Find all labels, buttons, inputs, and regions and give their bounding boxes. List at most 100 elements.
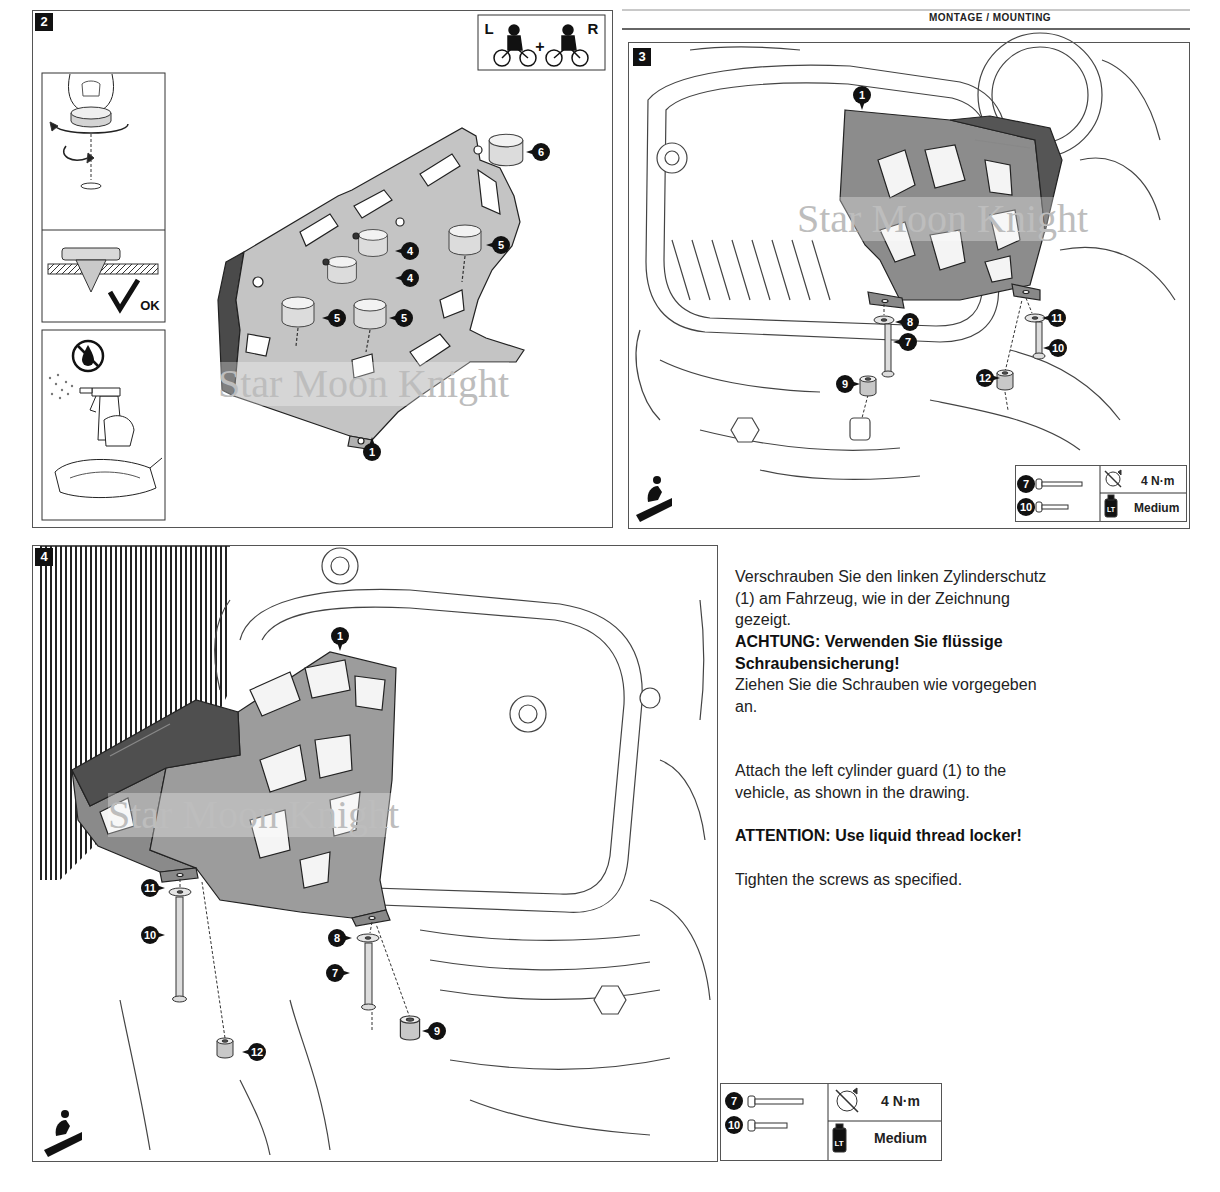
cylinder-guard <box>985 160 1012 195</box>
torque-table-lines <box>748 1096 755 1107</box>
step-icons <box>110 280 138 309</box>
step-icons <box>81 183 101 189</box>
cylinder-guard <box>315 735 352 778</box>
mounting-hardware <box>1033 353 1045 359</box>
cylinder-guard <box>72 652 396 926</box>
cylinder-guard <box>150 652 396 918</box>
cylinder-guard <box>396 218 404 226</box>
bottle-label: LT <box>834 1139 843 1148</box>
mounting-hardware <box>862 298 1032 418</box>
engine-outline <box>331 557 349 575</box>
callout-number: 11 <box>1048 309 1066 327</box>
step-icons <box>104 416 134 446</box>
cylinder-guard <box>328 257 357 284</box>
cylinder-guard <box>305 660 350 698</box>
cylinder-guard <box>246 334 270 356</box>
torque-table-lines <box>1105 499 1117 517</box>
callout-number: 7 <box>326 964 344 982</box>
cylinder-guard <box>296 328 298 346</box>
cylinder-guard <box>354 299 386 329</box>
mounting-hardware <box>874 316 894 324</box>
cylinder-guard <box>366 330 370 352</box>
step-number: 3 <box>633 48 651 66</box>
workshop-icon <box>56 1120 70 1136</box>
torque-table-lines <box>837 1091 857 1111</box>
torque-table-lines <box>1100 493 1187 494</box>
cylinder-guard <box>975 140 1030 148</box>
callout-number: 11 <box>141 879 159 897</box>
cylinder-guard <box>253 277 263 287</box>
mounting-hardware <box>217 1038 233 1058</box>
mounting-hardware <box>376 924 410 1018</box>
engine-outline <box>650 900 710 1000</box>
step-icons <box>61 389 63 391</box>
step-number: 4 <box>35 548 53 566</box>
step-icons <box>42 73 165 322</box>
mounting-hardware <box>173 996 187 1002</box>
watermark: Star Moon Knight <box>108 793 399 837</box>
cylinder-guard <box>353 233 359 239</box>
both-sides-icon <box>478 15 605 70</box>
engine-outline <box>700 600 704 720</box>
panel-3-header-rule <box>622 28 1190 30</box>
step-panel: 4 <box>32 545 718 1162</box>
step-icons <box>59 397 61 399</box>
cylinder-guard <box>478 170 500 214</box>
torque-table-lines <box>1118 470 1121 475</box>
workshop-icon <box>44 1132 82 1157</box>
cylinder-guard <box>369 917 375 920</box>
cylinder-guard <box>300 852 330 888</box>
callout-number: 12 <box>976 369 994 387</box>
cylinder-guard <box>282 297 314 327</box>
mounting-hardware <box>1026 298 1032 313</box>
engine-outline <box>290 1000 330 1150</box>
engine-outline <box>240 589 642 912</box>
step-icons <box>64 146 88 160</box>
engine-outline <box>440 990 660 999</box>
workshop-icon <box>636 498 672 522</box>
callout-number: 9 <box>428 1022 446 1040</box>
cylinder-guard <box>296 256 465 352</box>
workshop-icon <box>636 476 672 522</box>
mounting-hardware <box>370 922 372 933</box>
torque-table-lines <box>828 1121 942 1122</box>
cylinder-guard <box>474 146 482 154</box>
cylinder-guard <box>440 290 464 318</box>
mounting-hardware <box>202 882 225 1038</box>
callout-number: 10 <box>1017 498 1035 516</box>
mounting-hardware <box>1005 300 1022 372</box>
cylinder-guard <box>462 256 465 282</box>
step-icons <box>92 388 120 396</box>
torque-table-lines <box>755 1123 787 1128</box>
both-sides-icon <box>509 25 519 35</box>
cylinder-guard <box>1012 284 1040 300</box>
mounting-hardware <box>169 879 420 1058</box>
cylinder-guard <box>352 910 390 926</box>
mounting-hardware <box>860 298 1045 418</box>
both-sides-icon <box>563 25 573 35</box>
mounting-hardware <box>180 879 410 1038</box>
workshop-icon <box>653 476 661 484</box>
engine-outline <box>420 930 640 940</box>
step-panel: MONTAGE / MOUNTING34 N·mMedium <box>628 42 1190 529</box>
torque-table-lines <box>1036 465 1187 522</box>
mounting-hardware <box>365 943 372 1005</box>
step-icons <box>150 458 162 468</box>
step-icons <box>91 134 92 180</box>
cylinder-guard <box>323 259 329 265</box>
instruction-text: Ziehen Sie die Schrauben wie vorgegeben … <box>735 674 1059 717</box>
side-letter: R <box>588 20 599 37</box>
engine-outline <box>322 548 358 584</box>
step-icons <box>90 396 96 412</box>
cylinder-guard <box>218 128 524 450</box>
engine-outline <box>1080 158 1160 220</box>
engine-outline <box>672 240 830 300</box>
step-icons <box>76 260 106 292</box>
panel-3-header-rule <box>622 10 1190 11</box>
step-icons <box>73 341 103 371</box>
mounting-hardware <box>372 1012 373 1030</box>
engine-outline <box>690 47 800 50</box>
instruction-text: Attach the left cylinder guard (1) to th… <box>735 760 1059 803</box>
side-letter: L <box>484 20 493 37</box>
cylinder-guard <box>359 230 388 257</box>
